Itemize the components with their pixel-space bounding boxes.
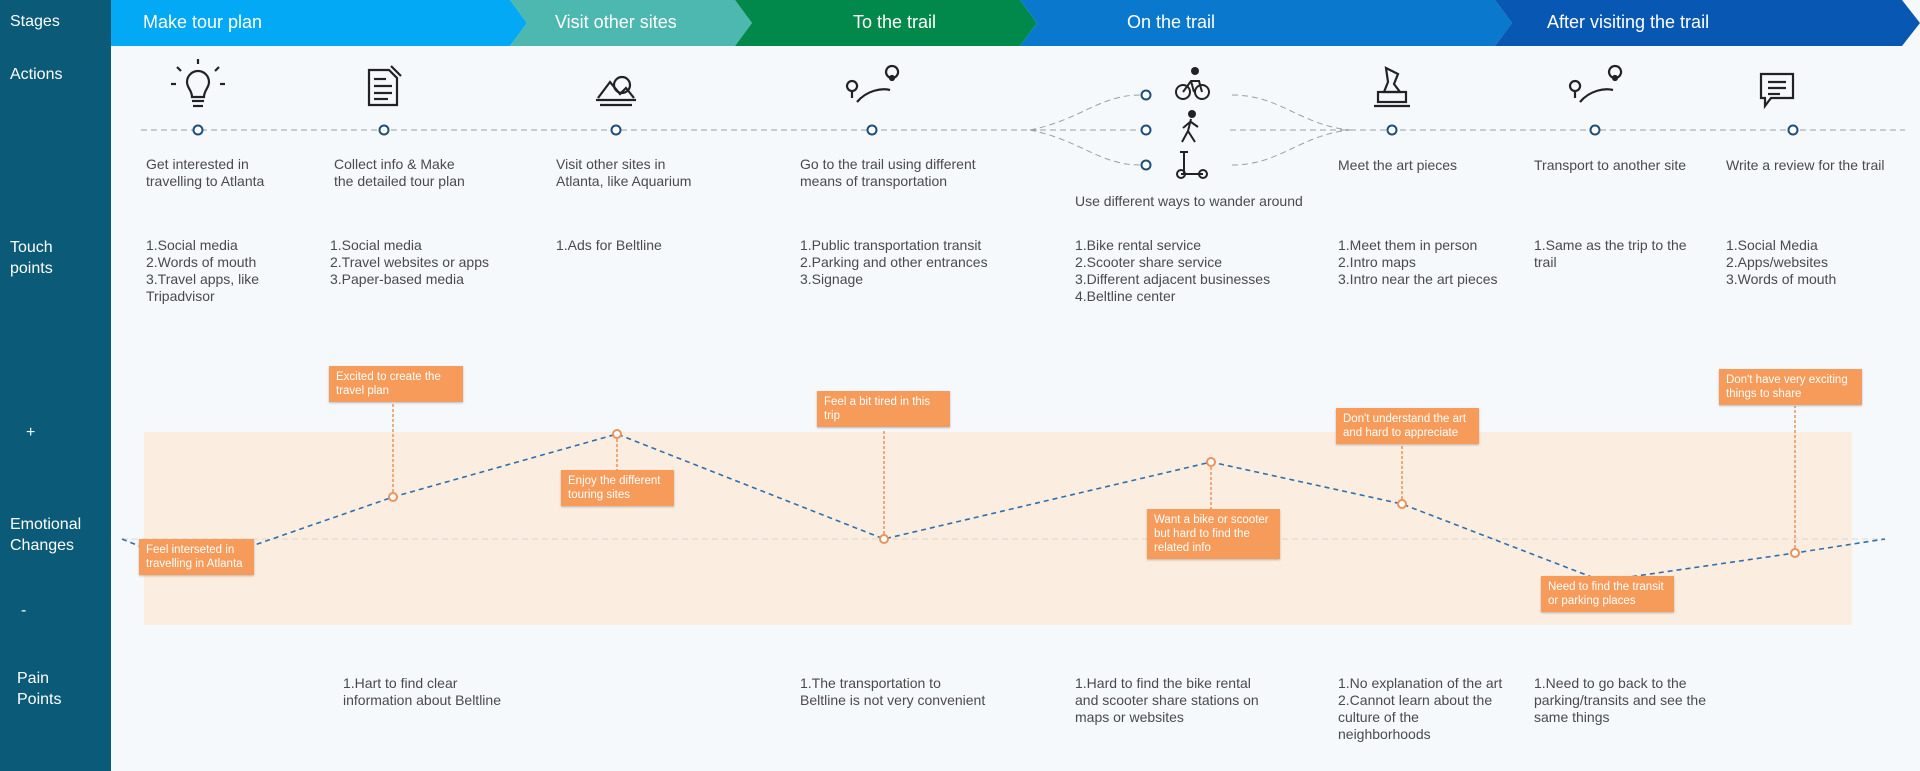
scooter-icon <box>1176 151 1208 179</box>
emotion-box-6: Don't understand the art and hard to app… <box>1336 408 1479 444</box>
sidebar-positive-label: + <box>26 424 36 441</box>
pain-point-5: 1.Hard to find the bike rental and scoot… <box>1075 675 1259 725</box>
action-text-2: Collect info & Make the detailed tour pl… <box>334 156 465 189</box>
emotion-point <box>879 534 889 544</box>
touchpoint-7: 1.Same as the trip to the trail <box>1534 237 1687 270</box>
stage-arrow-1 <box>111 0 527 46</box>
bicycle-icon <box>1175 67 1210 100</box>
touchpoint-6: 1.Meet them in person 2.Intro maps 3.Int… <box>1338 237 1498 287</box>
action-text-8: Write a review for the trail <box>1726 157 1885 173</box>
action-text-6: Meet the art pieces <box>1338 157 1458 173</box>
sidebar-stages-label: Stages <box>10 13 60 30</box>
emotion-box-1: Feel interseted in travelling in Atlanta <box>139 539 254 575</box>
monument-icon <box>1374 66 1410 108</box>
emotion-point <box>1206 457 1216 467</box>
timeline-dot <box>1386 124 1398 136</box>
emotion-box-2: Excited to create the travel plan <box>329 366 463 402</box>
emotion-box-8: Don't have very exciting things to share <box>1719 369 1862 405</box>
sidebar-actions-label: Actions <box>10 66 63 83</box>
touchpoint-5: 1.Bike rental service 2.Scooter share se… <box>1075 237 1271 304</box>
touchpoint-4: 1.Public transportation transit 2.Parkin… <box>800 237 988 287</box>
touchpoint-2: 1.Social media 2.Travel websites or apps… <box>330 237 489 287</box>
stage-after-visiting: After visiting the trail <box>1547 12 1710 32</box>
timeline-dot <box>1787 124 1799 136</box>
pain-point-4: 1.The transportation to Beltline is not … <box>800 675 986 708</box>
pain-point-2: 1.Hart to find clear information about B… <box>343 675 501 708</box>
emotion-box-7: Need to find the transit or parking plac… <box>1541 576 1674 612</box>
stage-on-the-trail: On the trail <box>1127 12 1216 32</box>
sidebar-negative-label: - <box>21 602 27 619</box>
lightbulb-icon <box>171 59 225 108</box>
touchpoint-8: 1.Social Media 2.Apps/websites 3.Words o… <box>1726 237 1837 287</box>
stage-arrow-4 <box>1020 0 1512 46</box>
route-pin-icon-2 <box>1568 64 1623 103</box>
review-comment-icon <box>1759 72 1795 110</box>
emotion-curve <box>121 433 1886 582</box>
pain-point-7: 1.Need to go back to the parking/transit… <box>1534 675 1706 725</box>
pain-point-6: 1.No explanation of the art 2.Cannot lea… <box>1338 675 1503 742</box>
action-text-4: Go to the trail using different means of… <box>800 156 976 189</box>
sidebar <box>0 0 111 771</box>
stage-arrow-2 <box>510 0 752 46</box>
timeline-dot <box>1140 159 1152 171</box>
sidebar-touchpoints-label: Touch points <box>10 239 53 277</box>
stage-to-the-trail: To the trail <box>853 12 937 32</box>
emotion-point <box>612 429 622 439</box>
action-text-5: Use different ways to wander around <box>1075 193 1303 209</box>
emotion-box-4: Feel a bit tired in this trip <box>817 391 950 427</box>
sidebar-painpoints-label: Pain Points <box>17 670 62 708</box>
sidebar-emotional-label: Emotional Changes <box>10 516 82 554</box>
emotion-point <box>1790 548 1800 558</box>
action-text-3: Visit other sites in Atlanta, like Aquar… <box>556 156 692 189</box>
emotion-point <box>388 492 398 502</box>
timeline-dot <box>1589 124 1601 136</box>
stage-make-tour-plan: Make tour plan <box>143 12 263 32</box>
emotion-point <box>1397 499 1407 509</box>
stage-visit-other-sites: Visit other sites <box>555 12 677 32</box>
route-pin-icon <box>845 64 900 103</box>
action-text-1: Get interested in travelling to Atlanta <box>146 156 265 189</box>
timeline-merge <box>1231 94 1351 166</box>
timeline-dot <box>1140 89 1152 101</box>
landscape-icon <box>596 75 636 107</box>
timeline-dot <box>1140 124 1152 136</box>
stage-arrow-3 <box>735 0 1037 46</box>
timeline-dot <box>866 124 878 136</box>
touchpoint-3: 1.Ads for Beltline <box>556 237 662 253</box>
walking-person-icon <box>1181 110 1199 143</box>
emotion-box-5: Want a bike or scooter but hard to find … <box>1147 509 1280 559</box>
timeline-dot <box>192 124 204 136</box>
touchpoint-1: 1.Social media 2.Words of mouth 3.Travel… <box>146 237 260 304</box>
action-text-7: Transport to another site <box>1534 157 1687 173</box>
notepad-icon <box>367 65 402 107</box>
timeline-branch <box>1029 94 1141 166</box>
timeline-dot <box>610 124 622 136</box>
emotion-box-3: Enjoy the different touring sites <box>561 470 674 506</box>
timeline-dot <box>378 124 390 136</box>
stage-arrow-5 <box>1495 0 1920 46</box>
